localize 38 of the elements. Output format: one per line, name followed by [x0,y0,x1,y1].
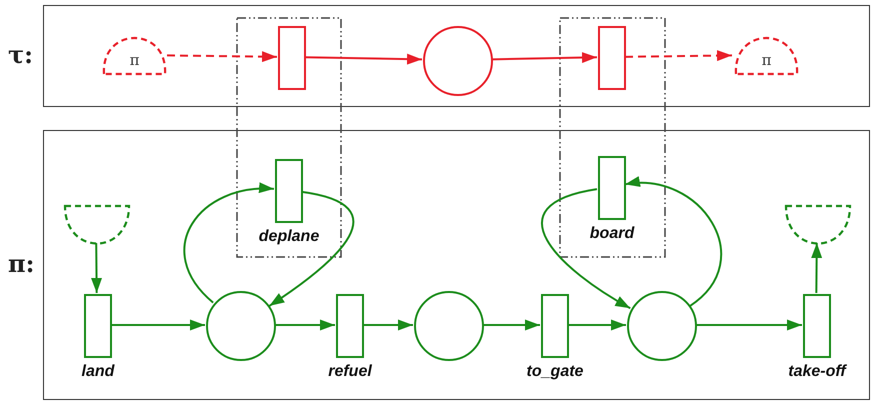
arrow [492,52,598,64]
transition-box [275,159,303,223]
transition-label: land [82,363,114,381]
transition-box [278,26,306,90]
arrow [275,320,335,330]
dashed-dome [101,36,168,76]
dashed-bowl [784,204,852,244]
arrow [624,50,732,62]
transition-label: board [590,225,634,243]
transition-box [598,156,626,220]
transition-box [84,294,112,358]
place-label: π [130,51,140,69]
panel-heading: τ: [8,40,34,70]
panel-heading: π: [8,249,34,278]
transition-box [541,294,569,358]
transition-box [598,26,626,90]
arrow [91,242,102,294]
place-label: π [762,51,772,69]
arrow [696,320,802,330]
arrow [811,242,822,294]
transition-label: deplane [258,228,320,246]
arrow [483,320,540,330]
transition-box [336,294,364,358]
dashed-bowl [63,204,131,244]
transition-label: take-off [788,363,846,381]
dashed-dome [733,36,800,76]
arrow [268,190,354,307]
arrow [183,183,274,304]
transition-box [803,294,831,358]
arrow [541,188,631,310]
arrow [568,320,626,330]
arrow [363,320,413,330]
arrow [166,51,278,62]
arrow [624,178,722,307]
transition-label: refuel [328,363,372,381]
arrow [304,54,422,65]
transition-label: to_gate [526,363,584,381]
arrow [111,320,205,330]
